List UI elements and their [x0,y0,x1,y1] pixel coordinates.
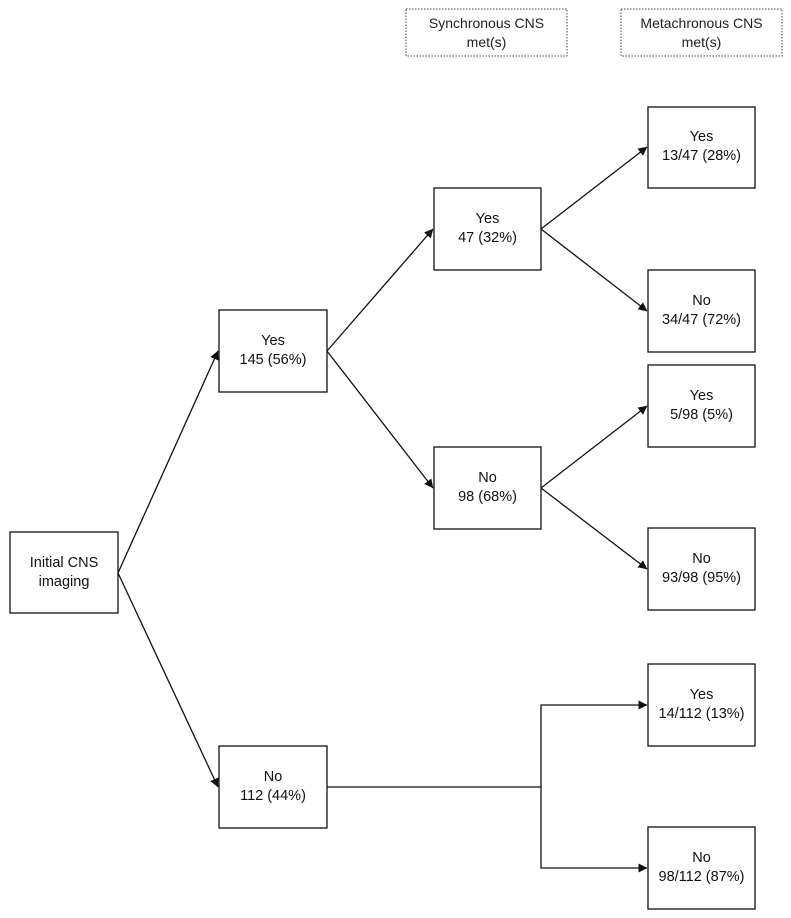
edge-sync-yes-to-meta-no [540,228,648,312]
node-meta-yes-no: No 34/47 (72%) [647,269,756,353]
header-synchronous-line1: Synchronous CNS [429,15,544,31]
node-meta-no-no-line1: No [692,551,711,567]
node-initial-no-line2: 112 (44%) [240,788,306,804]
node-root-line1: Initial CNS [30,555,99,571]
edge-sync-no-to-meta-yes [540,405,648,489]
node-meta-initial-no-no-line1: No [692,850,711,866]
edge-initial-yes-to-sync-no [326,350,434,489]
node-initial-no: No 112 (44%) [218,745,328,829]
node-meta-yes-no-line1: No [692,293,711,309]
node-meta-no-yes-line2: 5/98 (5%) [670,407,733,423]
node-initial-yes-line1: Yes [261,333,285,349]
node-meta-initial-no-yes: Yes 14/112 (13%) [647,663,756,747]
node-meta-no-yes: Yes 5/98 (5%) [647,364,756,448]
node-meta-no-no: No 93/98 (95%) [647,527,756,611]
edge-initial-no-to-meta-no [540,787,648,873]
node-meta-initial-no-no-line2: 98/112 (87%) [659,869,745,885]
edge-root-to-initial-yes [117,350,219,574]
node-meta-yes-yes-line2: 13/47 (28%) [662,148,741,164]
edge-root-to-initial-no [117,572,219,788]
header-synchronous: Synchronous CNS met(s) [405,8,568,57]
header-metachronous-line1: Metachronous CNS [640,15,762,31]
node-sync-no-line2: 98 (68%) [458,489,517,505]
node-initial-yes: Yes 145 (56%) [218,309,328,393]
node-sync-no-line1: No [478,470,497,486]
node-sync-no: No 98 (68%) [433,446,542,530]
edges [117,146,648,873]
node-root-line2: imaging [39,574,90,590]
node-meta-yes-yes: Yes 13/47 (28%) [647,106,756,189]
header-synchronous-line2: met(s) [467,34,507,50]
edge-sync-no-to-meta-no [540,487,648,570]
node-meta-yes-no-line2: 34/47 (72%) [662,312,741,328]
node-initial-no-line1: No [264,769,283,785]
node-sync-yes: Yes 47 (32%) [433,187,542,271]
node-meta-initial-no-yes-line1: Yes [690,687,714,703]
node-initial-cns-imaging: Initial CNS imaging [9,531,119,614]
edge-sync-yes-to-meta-yes [540,146,648,230]
header-metachronous-line2: met(s) [682,34,722,50]
node-meta-no-yes-line1: Yes [690,388,714,404]
node-sync-yes-line1: Yes [476,211,500,227]
edge-initial-yes-to-sync-yes [326,228,434,352]
node-meta-no-no-line2: 93/98 (95%) [662,570,741,586]
node-meta-yes-yes-line1: Yes [690,129,714,145]
node-meta-initial-no-no: No 98/112 (87%) [647,826,756,910]
node-sync-yes-line2: 47 (32%) [458,230,517,246]
node-meta-initial-no-yes-line2: 14/112 (13%) [659,706,745,722]
node-initial-yes-line2: 145 (56%) [240,352,307,368]
header-metachronous: Metachronous CNS met(s) [620,8,783,57]
edge-initial-no-to-meta-yes [540,700,648,787]
